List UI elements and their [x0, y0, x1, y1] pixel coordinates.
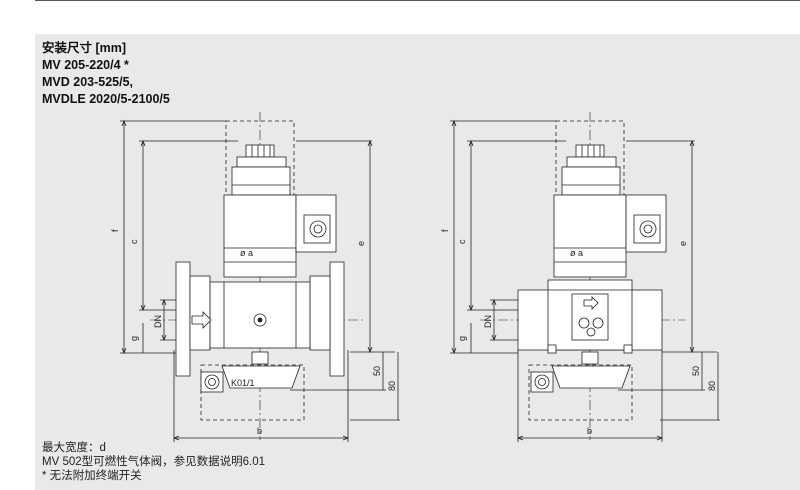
right-dim-f: f — [440, 229, 450, 232]
left-dim-b: b — [257, 426, 262, 436]
right-dim-dn: DN — [483, 315, 493, 328]
left-tag-label: K01/1 — [231, 378, 255, 388]
left-dim-50: 50 — [372, 366, 382, 376]
footer-line-3: * 无法附加终端开关 — [42, 470, 142, 482]
top-border-line — [35, 0, 800, 1]
right-dim-g: g — [457, 336, 467, 341]
left-dim-c: c — [129, 239, 139, 244]
footer-line-2: MV 502型可燃性气体阀，参见数据说明6.01 — [42, 456, 266, 468]
left-valve-drawing — [120, 112, 400, 442]
left-dim-dn: DN — [153, 315, 163, 328]
left-dim-g: g — [129, 336, 139, 341]
footer-line-1: 最大宽度：d — [42, 442, 106, 454]
footer-notes: 最大宽度：d MV 502型可燃性气体阀，参见数据说明6.01 * 无法附加终端… — [42, 441, 265, 483]
title-line-1: 安装尺寸 [mm] — [42, 41, 127, 55]
title-line-2: MV 205-220/4 * — [42, 58, 129, 72]
title-line-3: MVD 203-525/5, — [42, 75, 134, 89]
right-dim-50: 50 — [691, 366, 701, 376]
title-block: 安装尺寸 [mm] MV 205-220/4 * MVD 203-525/5, … — [42, 40, 170, 108]
right-dim-80: 80 — [707, 381, 717, 391]
left-dim-e: e — [356, 241, 366, 246]
right-valve-drawing — [450, 112, 720, 442]
right-dim-e: e — [678, 241, 688, 246]
drawing-panel — [35, 34, 800, 490]
right-dim-b: b — [587, 426, 592, 436]
left-dim-oa: ø a — [240, 248, 253, 258]
right-dim-oa: ø a — [570, 248, 583, 258]
right-dim-c: c — [457, 239, 467, 244]
left-dim-80: 80 — [387, 381, 397, 391]
left-dim-f: f — [110, 229, 120, 232]
title-line-4: MVDLE 2020/5-2100/5 — [42, 92, 170, 106]
